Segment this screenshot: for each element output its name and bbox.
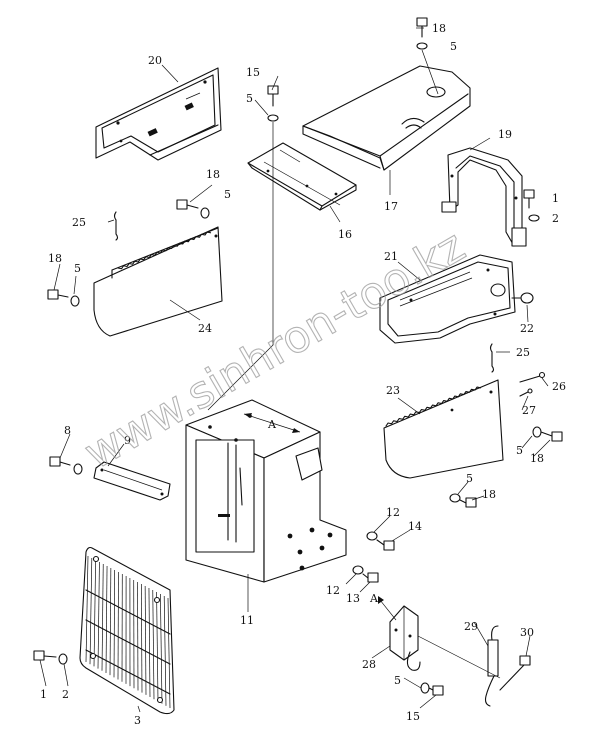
callout-5-right-door: 5: [516, 444, 523, 457]
bolt-1-bottom: [33, 650, 68, 665]
callout-19: 19: [498, 128, 512, 141]
grille-bar: [152, 589, 155, 700]
grille-bar: [156, 591, 159, 702]
callout-a-frame: A: [267, 418, 277, 431]
callout-14: 14: [408, 520, 422, 533]
callout-13: 13: [346, 592, 360, 605]
grille-crossbar: [85, 649, 171, 695]
part-16-bracket-plate: [247, 142, 357, 211]
part-29-handle: [417, 625, 501, 707]
grille-crossbar: [85, 619, 171, 665]
callout-18-left-upper: 18: [206, 168, 220, 181]
part-24-left-door: [93, 226, 223, 337]
grille-bar: [101, 563, 104, 671]
bolt-1-right: [523, 189, 540, 222]
callout-8: 8: [64, 424, 71, 437]
part-17-hood-cover: [302, 65, 471, 171]
callout-15-top: 15: [246, 66, 260, 79]
callout-2-bottom: 2: [62, 688, 69, 701]
bolt-18-left-upper: [176, 199, 210, 219]
part-21-right-cover: [379, 254, 516, 344]
callout-5-top: 5: [246, 92, 253, 105]
grille-crossbar: [85, 589, 171, 635]
callout-5-left-upper: 5: [224, 188, 231, 201]
part-11-main-frame: [185, 399, 347, 583]
callout-28: 28: [362, 658, 376, 671]
callout-17: 17: [384, 200, 398, 213]
callout-23: 23: [386, 384, 400, 397]
callout-3: 3: [134, 714, 141, 727]
bolt-8: [49, 456, 83, 475]
callout-5-bottom-door: 5: [466, 472, 473, 485]
callout-18-bottom-door: 18: [482, 488, 496, 501]
bolt-18-bottom-door: [449, 493, 477, 508]
bolt-15-top: [207, 85, 279, 411]
bolt-15-bottom: [420, 682, 444, 696]
callout-29: 29: [464, 620, 478, 633]
callout-18-right-door: 18: [530, 452, 544, 465]
grille-bar: [109, 567, 112, 676]
part-20-side-cover: [95, 67, 222, 161]
grille-bar: [97, 561, 100, 669]
callout-24: 24: [198, 322, 212, 335]
hinge-arrow-a: [378, 596, 397, 621]
callout-16: 16: [338, 228, 352, 241]
frame-dimension-a: [243, 413, 301, 433]
grille-bar: [93, 559, 96, 667]
part-28-hinge: [389, 605, 421, 671]
callout-5-left-lower: 5: [74, 262, 81, 275]
leader-20: [161, 64, 179, 83]
grille-bar: [160, 593, 163, 704]
callout-12-upper: 12: [386, 506, 400, 519]
part-9-strip-plate: [93, 461, 171, 501]
part-19-support-stay: [441, 147, 527, 247]
callout-27: 27: [522, 404, 536, 417]
callout-9: 9: [124, 434, 131, 447]
part-23-right-door: [383, 379, 504, 479]
callout-20: 20: [148, 54, 162, 67]
bolt-30: [499, 655, 531, 691]
callout-15-bottom: 15: [406, 710, 420, 723]
grille-bar: [144, 585, 147, 695]
callout-11: 11: [240, 614, 254, 627]
parts-26-27: [519, 371, 546, 397]
callout-25-left: 25: [72, 216, 86, 229]
part-22-latch: [511, 292, 534, 304]
callout-1-bottom: 1: [40, 688, 47, 701]
callout-labels: 20 15 5 18 5 19 1 2 17 16 18 5 25 18 5 2…: [40, 22, 566, 727]
grille-bar: [167, 597, 171, 709]
grille-bar: [140, 583, 143, 693]
bolt-13: [352, 565, 379, 583]
grille-bar: [113, 569, 116, 678]
bolt-18-right-door: [532, 426, 563, 442]
part-3-grille: [79, 546, 175, 715]
pin-25-right: [489, 343, 495, 373]
callout-22: 22: [520, 322, 534, 335]
callout-2-right: 2: [552, 212, 559, 225]
grille-bar: [148, 587, 151, 698]
callout-18-top: 18: [432, 22, 446, 35]
callout-26: 26: [552, 380, 566, 393]
grille-bar: [85, 555, 89, 663]
leader-lines: [39, 27, 551, 713]
callout-30: 30: [520, 626, 534, 639]
grille-bar: [163, 595, 167, 706]
grille-bar: [105, 565, 108, 673]
callout-1-right: 1: [552, 192, 559, 205]
callout-12-lower: 12: [326, 584, 340, 597]
pin-25-left: [113, 211, 119, 241]
callout-25-right: 25: [516, 346, 530, 359]
callout-21: 21: [384, 250, 398, 263]
callout-a-hinge: A: [369, 592, 379, 605]
callout-18-left-lower: 18: [48, 252, 62, 265]
callout-5-top-right: 5: [450, 40, 457, 53]
grille-bar: [89, 557, 93, 665]
callout-5-bottom: 5: [394, 674, 401, 687]
bolt-18-left-lower: [47, 289, 80, 307]
bolt-14: [366, 531, 395, 551]
